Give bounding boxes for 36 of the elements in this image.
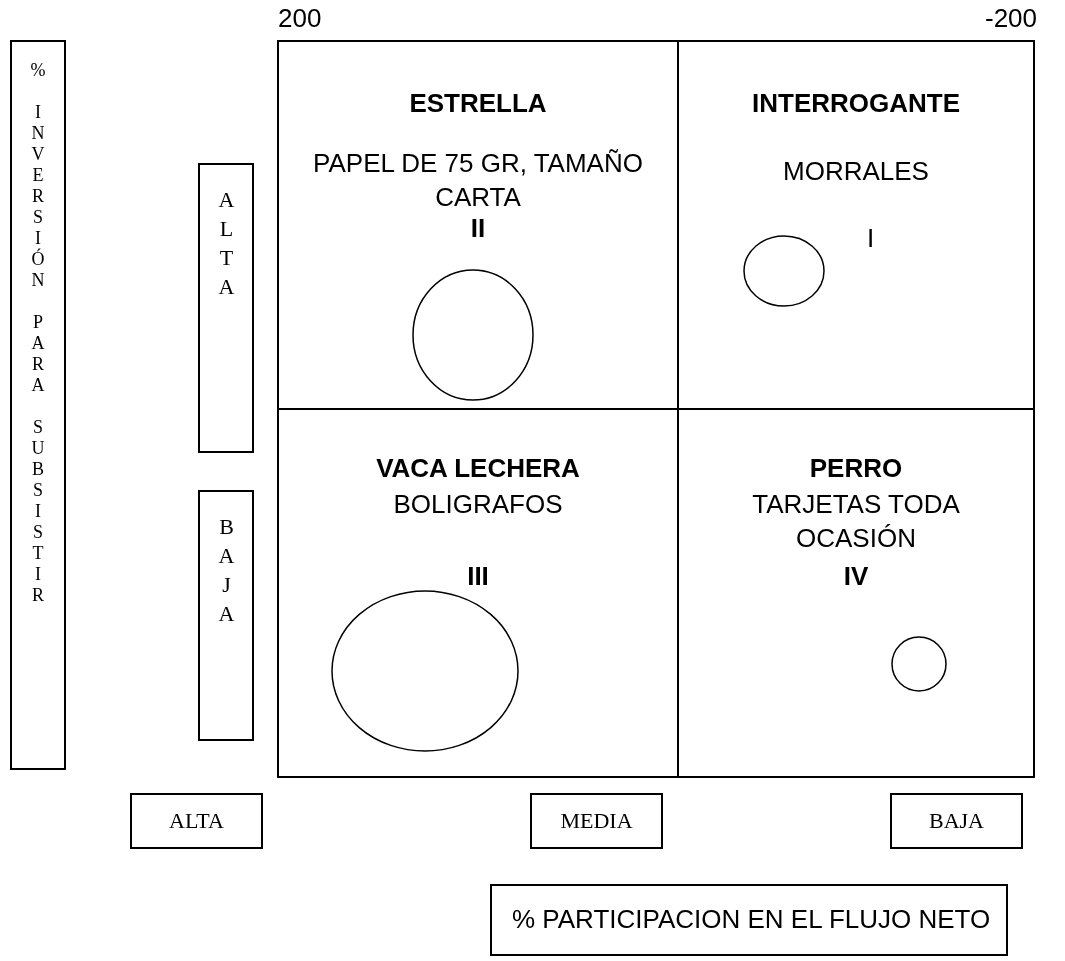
quadrant-numeral: IV	[842, 560, 870, 593]
axis-category: ALTA	[215, 187, 237, 303]
quadrant-title: INTERROGANTE	[751, 87, 961, 120]
axis-title-box	[10, 40, 66, 770]
bubble-circle	[743, 235, 825, 307]
bubble-circle	[331, 590, 519, 752]
scale-value: 200	[278, 3, 322, 34]
axis-category-box	[198, 163, 254, 453]
product-name: TARJETAS TODA OCASIÓN	[751, 488, 961, 555]
product-name: MORRALES	[782, 155, 930, 188]
axis-category-box	[890, 793, 1023, 849]
quadrant-box	[277, 408, 679, 778]
quadrant-numeral: I	[867, 222, 875, 255]
bubble-circle	[412, 269, 534, 401]
product-name: BOLIGRAFOS	[392, 488, 564, 521]
axis-title-box	[490, 884, 1008, 956]
scale-value: -200	[985, 3, 1038, 34]
quadrant-title: VACA LECHERA	[375, 452, 581, 485]
axis-category-box	[198, 490, 254, 741]
axis-category: ALTA	[168, 808, 225, 834]
quadrant-box	[277, 40, 679, 410]
axis-category: BAJA	[928, 808, 985, 834]
axis-category-box	[130, 793, 263, 849]
quadrant-title: ESTRELLA	[408, 87, 548, 120]
axis-category: BAJA	[215, 514, 237, 630]
quadrant-numeral: II	[469, 212, 487, 245]
product-name: PAPEL DE 75 GR, TAMAÑO CARTA	[312, 147, 644, 214]
bubble-circle	[891, 636, 947, 692]
axis-title: % PARTICIPACION EN EL FLUJO NETO	[512, 904, 991, 935]
axis-title: % INVERSIÓN PARA SUBSISTIR	[29, 60, 47, 606]
axis-category-box	[530, 793, 663, 849]
axis-category: MEDIA	[559, 808, 634, 834]
quadrant-box	[677, 40, 1035, 410]
quadrant-box	[677, 408, 1035, 778]
quadrant-title: PERRO	[808, 452, 904, 485]
quadrant-numeral: III	[466, 560, 490, 593]
